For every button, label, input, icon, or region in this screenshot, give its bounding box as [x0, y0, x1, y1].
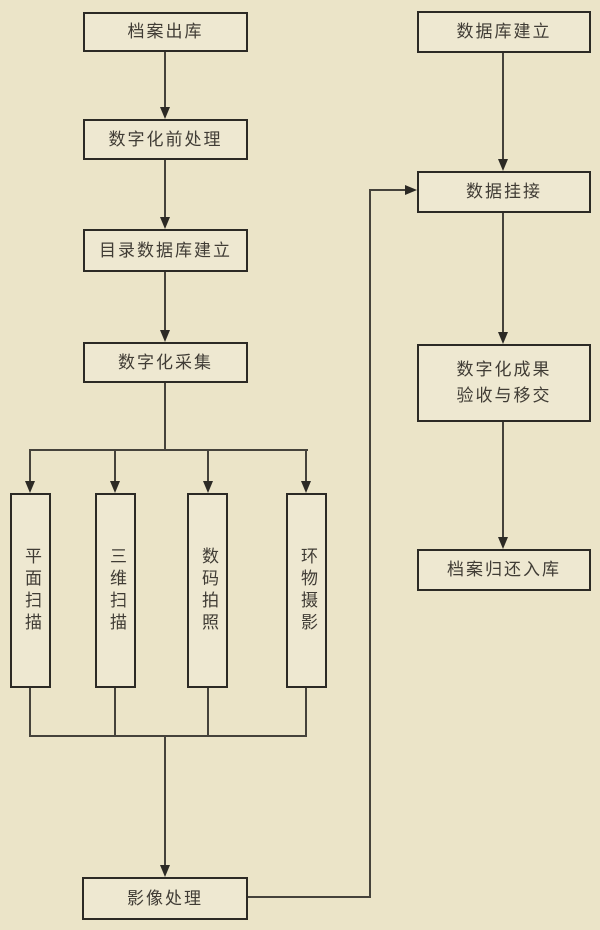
flow-line	[502, 53, 504, 160]
arrowhead-right-icon	[405, 185, 417, 195]
flow-line	[369, 189, 371, 898]
node-scan-flat: 平面扫描	[10, 493, 51, 688]
flow-line	[29, 688, 31, 736]
flow-line	[502, 422, 504, 538]
node-archive-out: 档案出库	[83, 12, 248, 52]
flow-line	[164, 160, 166, 218]
arrowhead-down-icon	[110, 481, 120, 493]
arrowhead-down-icon	[498, 159, 508, 171]
node-label: 三维扫描	[106, 546, 126, 635]
node-pre-process: 数字化前处理	[83, 119, 248, 160]
flow-line	[29, 451, 31, 482]
node-label: 数据库建立	[456, 22, 552, 42]
arrowhead-down-icon	[25, 481, 35, 493]
flow-line	[29, 449, 308, 451]
arrowhead-down-icon	[160, 107, 170, 119]
flow-line	[29, 735, 307, 737]
arrowhead-down-icon	[160, 330, 170, 342]
flow-line	[207, 451, 209, 482]
arrowhead-down-icon	[498, 537, 508, 549]
node-label: 档案归还入库	[447, 560, 561, 580]
node-photo-surround: 环物摄影	[286, 493, 327, 688]
node-label: 数字化采集	[118, 352, 213, 373]
node-label: 数字化前处理	[108, 129, 223, 150]
node-label: 目录数据库建立	[99, 240, 232, 261]
flow-line	[164, 52, 166, 108]
flow-line	[164, 272, 166, 331]
node-label: 环物摄影	[297, 546, 317, 635]
node-db-build: 数据库建立	[417, 11, 591, 53]
node-acceptance: 数字化成果 验收与移交	[417, 344, 591, 422]
node-catalog-db: 目录数据库建立	[83, 229, 248, 272]
node-label: 数字化成果 验收与移交	[456, 360, 552, 406]
node-scan-3d: 三维扫描	[95, 493, 136, 688]
node-archive-return: 档案归还入库	[417, 549, 591, 591]
node-label: 数码拍照	[198, 546, 218, 635]
node-photo-digital: 数码拍照	[187, 493, 228, 688]
node-label: 平面扫描	[21, 546, 41, 635]
arrowhead-down-icon	[498, 332, 508, 344]
node-image-process: 影像处理	[82, 877, 248, 920]
arrowhead-down-icon	[160, 865, 170, 877]
flow-line	[305, 688, 307, 736]
flow-line	[248, 896, 370, 898]
flow-line	[371, 189, 405, 191]
arrowhead-down-icon	[160, 217, 170, 229]
flow-line	[502, 213, 504, 333]
flow-line	[305, 451, 307, 482]
flow-line	[207, 688, 209, 736]
node-label: 影像处理	[127, 888, 203, 909]
arrowhead-down-icon	[203, 481, 213, 493]
flow-line	[164, 383, 166, 451]
flow-line	[114, 688, 116, 736]
flow-line	[164, 737, 166, 866]
node-data-link: 数据挂接	[417, 171, 591, 213]
node-label: 数据挂接	[466, 182, 542, 202]
node-label: 档案出库	[127, 22, 204, 42]
flow-line	[114, 451, 116, 482]
node-collect: 数字化采集	[83, 342, 248, 383]
arrowhead-down-icon	[301, 481, 311, 493]
